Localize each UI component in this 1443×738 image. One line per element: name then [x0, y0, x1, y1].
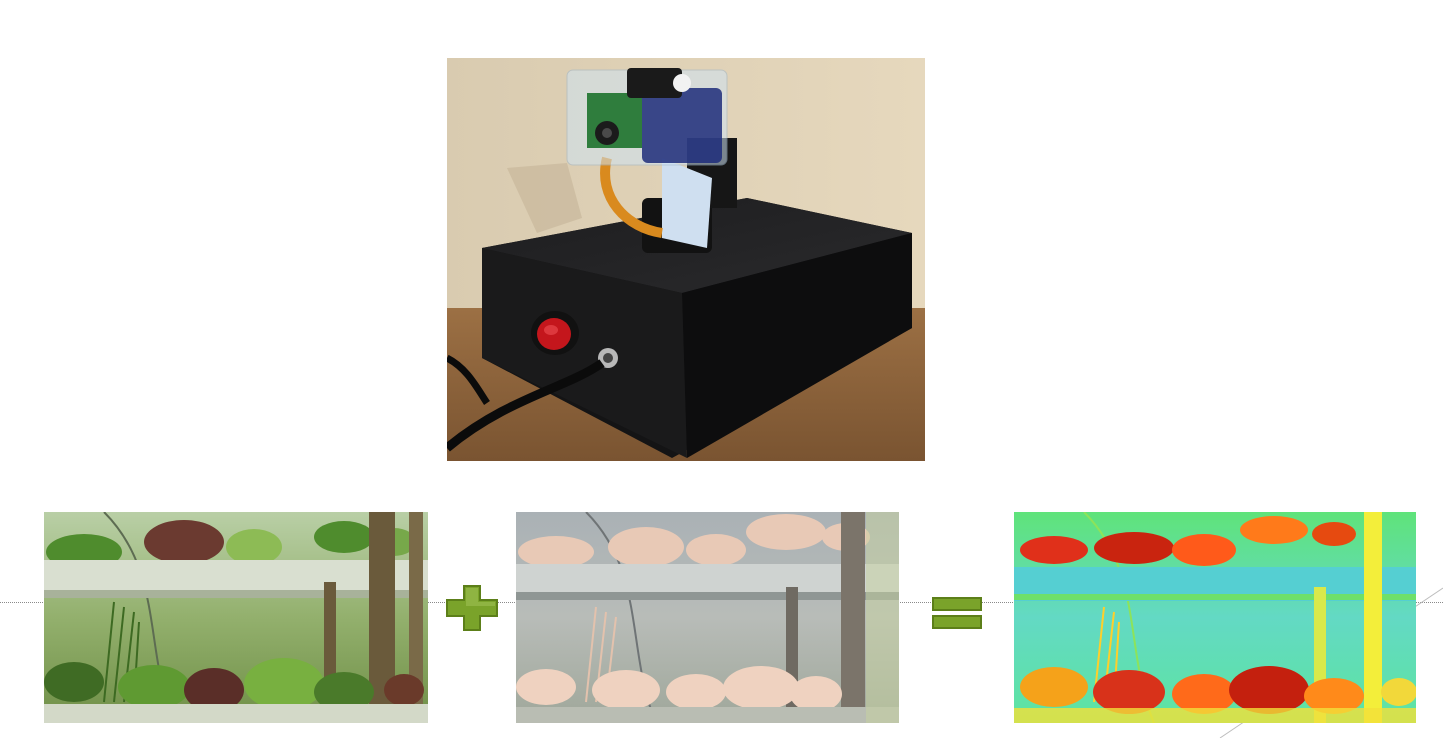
- ndvi-heatmap-image: [1014, 512, 1416, 723]
- rgb-greenhouse-photo: [44, 512, 428, 723]
- infrared-greenhouse-photo: [516, 512, 899, 723]
- plus-icon: [446, 585, 498, 631]
- device-photo: [447, 58, 925, 461]
- equals-icon: [932, 597, 982, 629]
